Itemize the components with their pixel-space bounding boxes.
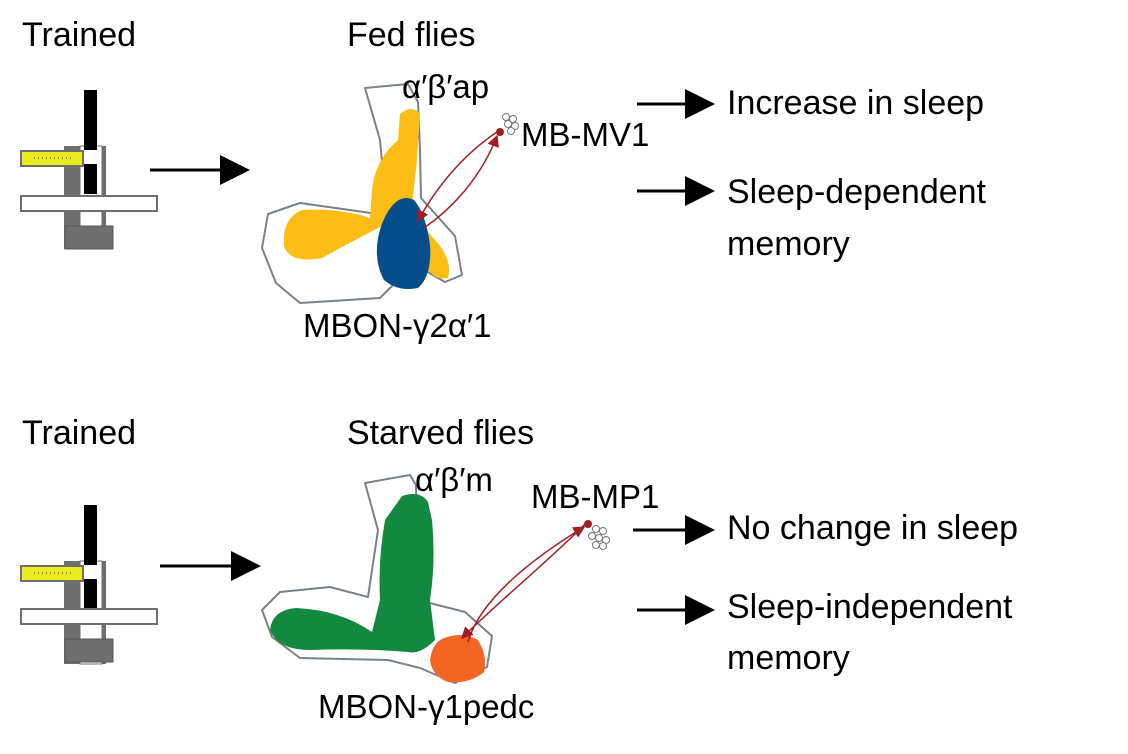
- mushroom-body-starved: [261, 474, 610, 684]
- outcome-increase-sleep: Increase in sleep: [727, 84, 985, 122]
- apparatus-white-bar: [20, 195, 158, 212]
- mushroom-body-fed: [261, 83, 519, 304]
- outcome-memory-starved: memory: [727, 639, 850, 677]
- outcome-sleep-independent: Sleep-independent: [727, 588, 1013, 626]
- training-apparatus-top: [20, 90, 158, 250]
- training-apparatus-bottom: [20, 505, 158, 665]
- mb-mp1-soma: [584, 520, 592, 528]
- apparatus-yellow-tube: [20, 565, 84, 582]
- lobe-label-ab-prime-m: α′β′m: [415, 461, 493, 498]
- input-neuron-label-mb-mv1: MB-MV1: [521, 116, 650, 153]
- connection-arrow-to-mv1: [423, 134, 499, 229]
- mbon-g2a1-shape: [376, 198, 431, 289]
- input-neuron-label-mb-mp1: MB-MP1: [531, 478, 660, 515]
- mb-mp1-vesicles: [588, 525, 610, 550]
- ab-prime-m-lobe: [270, 494, 435, 653]
- outcome-sleep-dependent: Sleep-dependent: [727, 173, 987, 211]
- output-neuron-label-mbon-g2a1: MBON-γ2α′1: [303, 307, 492, 344]
- condition-label-starved: Starved flies: [347, 414, 535, 452]
- mb-mv1-soma: [496, 128, 504, 136]
- trained-label-bottom: Trained: [22, 414, 137, 452]
- apparatus-yellow-tube: [20, 150, 84, 167]
- mb-outline-fed: [261, 83, 463, 304]
- mbon-g1pedc-shape: [430, 635, 486, 683]
- connection-arrow-to-mp1: [467, 526, 586, 643]
- apparatus-white-bar: [20, 608, 158, 625]
- outcome-memory-fed: memory: [727, 225, 850, 263]
- mb-mv1-vesicles: [502, 113, 519, 135]
- lobe-label-ab-prime-ap: α′β′ap: [402, 68, 490, 105]
- apparatus-base: [64, 225, 114, 250]
- apparatus-base: [64, 638, 114, 663]
- condition-label-fed: Fed flies: [347, 16, 476, 54]
- apparatus-black-tube: [84, 90, 97, 194]
- trained-label-top: Trained: [22, 16, 137, 54]
- output-neuron-label-mbon-g1pedc: MBON-γ1pedc: [318, 688, 535, 725]
- outcome-no-change-sleep: No change in sleep: [727, 509, 1019, 547]
- apparatus-black-tube: [84, 505, 97, 609]
- connection-arrow-to-mbon: [460, 523, 586, 640]
